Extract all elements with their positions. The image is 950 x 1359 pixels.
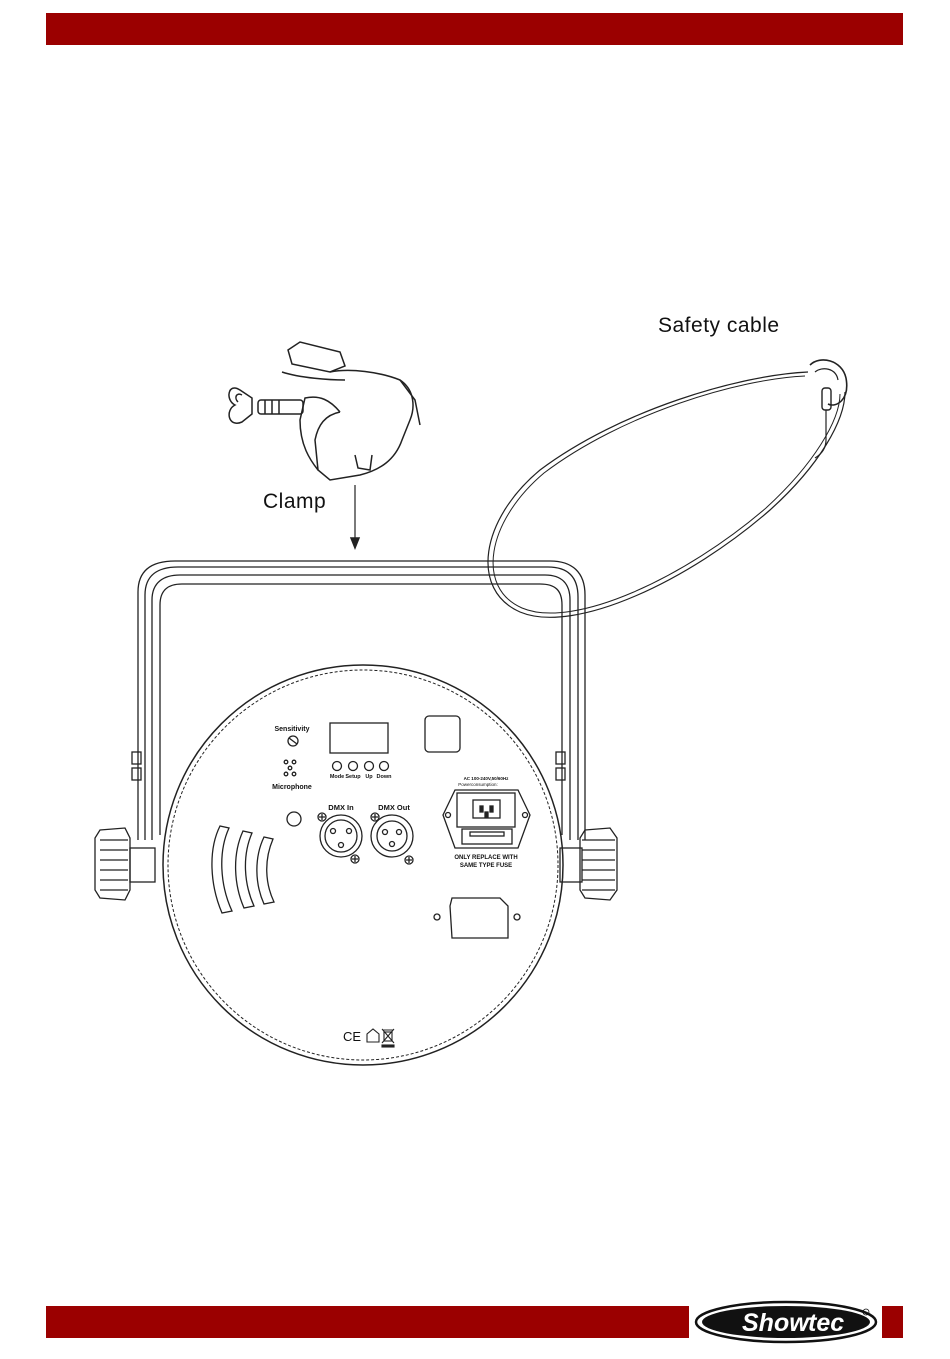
power-inlet	[443, 790, 530, 848]
compliance-icons	[367, 1029, 394, 1047]
cooling-slots	[212, 826, 274, 913]
microphone-label: Microphone	[272, 784, 312, 791]
up-button	[365, 762, 374, 771]
power-rating-label: AC 100-240V,50/60Hz	[464, 776, 510, 781]
sensor-window	[425, 716, 460, 752]
mode-button-label: Mode	[330, 774, 344, 780]
power-consumption-label: Powerconsumption:	[458, 782, 498, 787]
dmx-in-label: DMX In	[328, 803, 354, 812]
setup-button	[349, 762, 358, 771]
display-window	[330, 723, 388, 753]
ce-mark: CE	[343, 1029, 361, 1044]
down-button	[380, 762, 389, 771]
right-tilt-knob	[560, 828, 617, 900]
power-out-cutout	[434, 898, 520, 938]
dmx-out-connector	[371, 813, 413, 864]
dmx-in-connector	[318, 813, 362, 863]
logo-show-text: Show	[742, 1309, 810, 1337]
showtec-logo: Show tec	[694, 1300, 878, 1344]
microphone-holes	[284, 760, 296, 776]
mounting-bracket	[132, 561, 585, 840]
safety-cable-illustration	[488, 360, 847, 617]
up-button-label: Up	[365, 774, 373, 780]
weee-bin-icon	[382, 1029, 394, 1047]
dmx-out-label: DMX Out	[378, 803, 410, 812]
fuse-warning-line2: SAME TYPE FUSE	[460, 863, 512, 869]
logo-tec-text: tec	[808, 1309, 844, 1337]
indoor-use-icon	[367, 1029, 379, 1042]
control-panel	[284, 716, 460, 826]
left-tilt-knob	[95, 828, 155, 900]
status-led	[287, 812, 301, 826]
fuse-warning-line1: ONLY REPLACE WITH	[454, 855, 517, 861]
footer-band	[46, 1306, 689, 1338]
setup-button-label: Setup	[345, 774, 361, 780]
mode-button	[333, 762, 342, 771]
footer-band-end	[882, 1306, 903, 1338]
sensitivity-label: Sensitivity	[274, 726, 309, 733]
clamp-illustration	[229, 342, 420, 548]
down-button-label: Down	[377, 774, 393, 780]
